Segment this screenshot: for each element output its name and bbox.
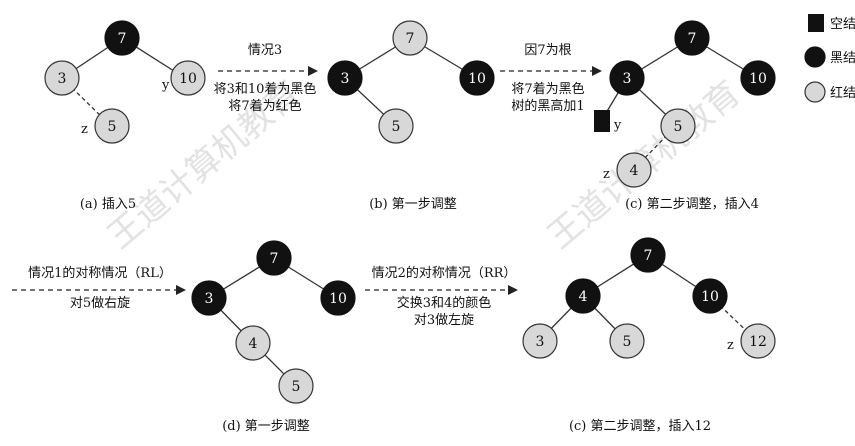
arrow-label: 情况3	[248, 43, 282, 58]
node-label: 10	[749, 71, 767, 87]
legend-red-swatch	[804, 81, 826, 103]
node-label: 12	[749, 334, 767, 350]
node-red	[660, 108, 696, 144]
arrow-label: 将3和10着为黑色	[214, 81, 317, 97]
node-label: 3	[58, 71, 67, 87]
node-label: 4	[249, 336, 258, 352]
node-label: 7	[406, 31, 415, 47]
arrow-head-icon	[592, 66, 602, 76]
arrow-head-icon	[176, 285, 186, 295]
node-label: 10	[468, 71, 486, 87]
node-black	[692, 278, 728, 314]
node-black	[104, 20, 140, 56]
arrow-label: 因7为根	[524, 43, 571, 58]
node-black	[320, 280, 356, 316]
caption: (c) 第二步调整，插入4	[625, 197, 759, 212]
node-red	[278, 368, 314, 404]
arrow-b-to-c: 因7为根 将7着为黑色 树的黑高加1	[500, 43, 602, 114]
node-label: 7	[688, 31, 697, 47]
node-black	[327, 60, 363, 96]
node-red	[609, 323, 645, 359]
panel-b: 7 3 10 5 (b) 第一步调整	[327, 20, 495, 212]
panel-a: 7 3 10 y 5 z (a) 插入5	[44, 20, 206, 212]
panel-c1: 7 3 10 y 5 4 z (c) 第二步调整，插入4	[594, 20, 776, 212]
arrow-row2-left: 情况1的对称情况（RL） 对5做右旋	[12, 265, 186, 311]
null-node	[594, 110, 610, 132]
node-label: 7	[644, 248, 653, 264]
node-black	[191, 280, 227, 316]
node-label: 7	[118, 31, 127, 47]
node-label: 3	[205, 291, 214, 307]
node-red	[235, 325, 271, 361]
node-label: 3	[536, 334, 545, 350]
pointer-label: y	[613, 118, 622, 133]
pointer-label: z	[727, 338, 734, 353]
node-black	[609, 60, 645, 96]
legend-black-label: 黑结	[830, 51, 855, 66]
node-label: 10	[179, 71, 197, 87]
node-label: 10	[701, 289, 719, 305]
node-red	[740, 323, 776, 359]
arrow-label: 情况1的对称情况（RL）	[28, 265, 172, 281]
arrow-head-icon	[508, 285, 518, 295]
arrow-a-to-b: 情况3 将3和10着为黑色 将7着为红色	[214, 43, 318, 114]
node-label: 3	[341, 71, 350, 87]
node-black	[630, 237, 666, 273]
arrow-label: 树的黑高加1	[511, 98, 584, 114]
legend-red-label: 红结	[830, 85, 855, 101]
caption: (b) 第一步调整	[369, 197, 457, 212]
caption: (d) 第一步调整	[222, 419, 310, 434]
arrow-label: 对3做左旋	[414, 313, 474, 328]
arrow-label: 交换3和4的颜色	[397, 295, 492, 311]
pointer-label: z	[603, 167, 610, 182]
legend-null-swatch	[808, 14, 824, 32]
node-black	[674, 20, 710, 56]
node-label: 5	[392, 119, 401, 135]
arrow-label: 将7着为红色	[228, 98, 301, 114]
node-label: 4	[579, 289, 588, 305]
pointer-label: z	[81, 122, 88, 137]
node-black	[256, 240, 292, 276]
legend-black-swatch	[804, 46, 826, 68]
node-label: 5	[623, 334, 632, 350]
panel-d: 7 3 10 4 5 (d) 第一步调整	[191, 240, 356, 434]
node-red	[44, 60, 80, 96]
node-black	[459, 60, 495, 96]
node-red	[522, 323, 558, 359]
arrow-head-icon	[308, 66, 318, 76]
node-red	[378, 108, 414, 144]
node-red	[616, 152, 652, 188]
arrow-row2-mid: 情况2的对称情况（RR） 交换3和4的颜色 对3做左旋	[365, 265, 518, 328]
node-label: 5	[292, 379, 301, 395]
node-black	[740, 60, 776, 96]
node-label: 7	[270, 251, 279, 267]
pointer-label: y	[161, 78, 170, 93]
node-label: 4	[630, 163, 639, 179]
node-black	[565, 278, 601, 314]
node-red	[94, 108, 130, 144]
legend-null-label: 空结	[830, 17, 855, 32]
panel-c2: 7 4 10 3 5 12 z (c) 第二步调整，插入12	[522, 237, 776, 434]
node-red	[392, 20, 428, 56]
arrow-label: 对5做右旋	[70, 296, 130, 311]
arrow-label: 情况2的对称情况（RR）	[372, 265, 517, 281]
node-label: 10	[329, 291, 347, 307]
node-red	[170, 60, 206, 96]
node-label: 3	[623, 71, 632, 87]
caption: (c) 第二步调整，插入12	[569, 419, 711, 434]
legend: 空结 黑结 红结	[804, 14, 855, 103]
node-label: 5	[108, 119, 117, 135]
arrow-label: 将7着为黑色	[511, 81, 584, 97]
caption: (a) 插入5	[80, 197, 136, 212]
node-label: 5	[674, 119, 683, 135]
